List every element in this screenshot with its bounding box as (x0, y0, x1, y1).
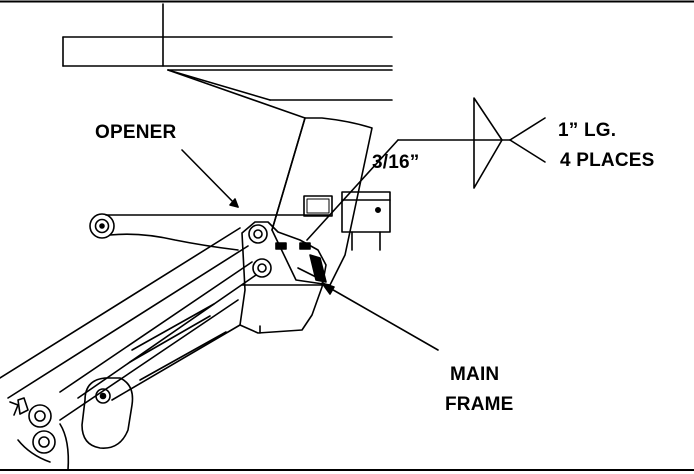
opener-bar (89, 213, 331, 251)
opener-label: OPENER (95, 122, 177, 143)
lift-arm (0, 227, 257, 421)
lower-left-pivots (9, 397, 56, 463)
opener-leader-arrow (181, 149, 239, 208)
main-frame-plate (271, 117, 373, 286)
weld-size-label: 3/16” (372, 152, 420, 173)
weld-symbol-tail (509, 117, 546, 163)
hydraulic-cylinder (59, 377, 134, 471)
weld-leader (306, 139, 511, 241)
main-frame-label-line2: FRAME (445, 394, 514, 415)
main-frame-leader-arrow (321, 282, 439, 351)
overhead-beam (62, 36, 393, 119)
side-bracket (341, 191, 391, 251)
weld-length-label: 1” LG. (558, 120, 617, 141)
weld-fillet-symbol (473, 97, 503, 189)
main-frame-label-line1: MAIN (450, 364, 500, 385)
mount-plate (303, 195, 333, 217)
weld-places-label: 4 PLACES (560, 150, 655, 171)
frame-assembly (239, 221, 327, 334)
